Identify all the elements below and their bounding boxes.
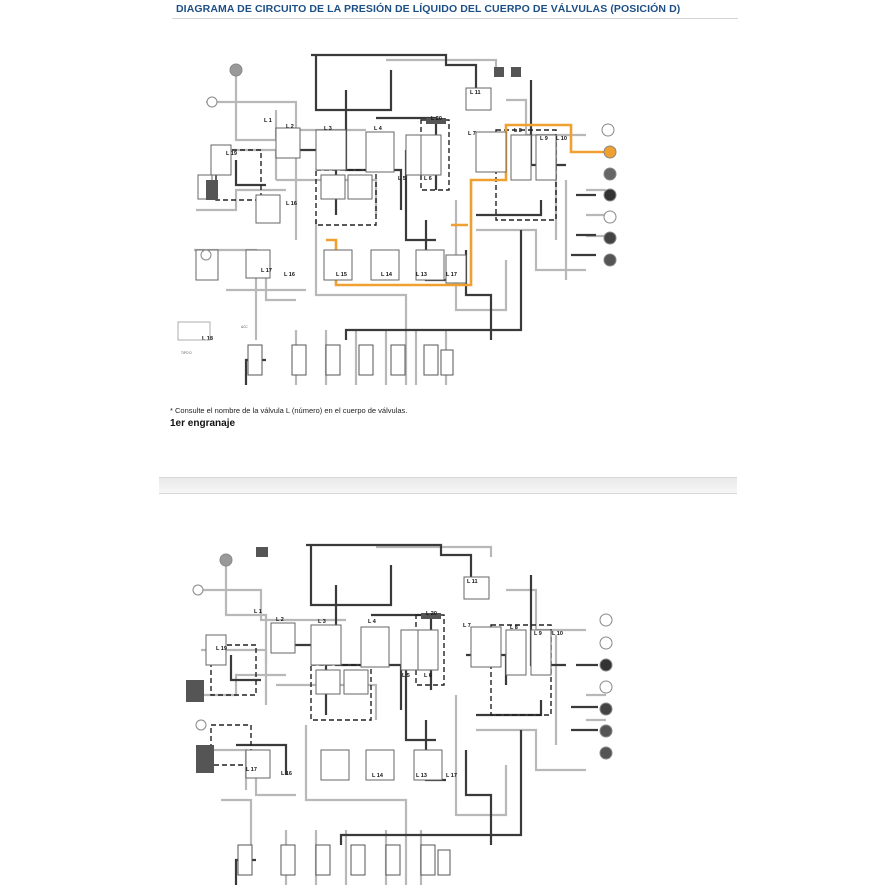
svg-text:ACC: ACC — [241, 325, 248, 329]
svg-text:L 16: L 16 — [286, 201, 297, 207]
svg-text:L 5: L 5 — [402, 673, 410, 679]
svg-text:L 11: L 11 — [470, 90, 481, 96]
svg-text:L 7: L 7 — [468, 131, 476, 137]
svg-text:L 19: L 19 — [226, 151, 237, 157]
section-divider — [159, 477, 737, 494]
svg-text:L 9: L 9 — [534, 631, 542, 637]
svg-text:L 14: L 14 — [372, 773, 384, 779]
type-label: TIPO D — [181, 351, 192, 355]
svg-text:L 8: L 8 — [514, 128, 522, 134]
circuit-diagram-top: L 2 L 1 L 3 L 4 L 5 L 6 L 7 L 8 L 9 L 10… — [177, 53, 617, 385]
svg-text:L 10: L 10 — [552, 631, 563, 637]
gear-subtitle: 1er engranaje — [170, 418, 236, 429]
svg-text:L 20: L 20 — [431, 116, 442, 122]
svg-text:L 6: L 6 — [424, 176, 432, 182]
svg-text:L 8: L 8 — [510, 625, 518, 631]
svg-text:L 13: L 13 — [416, 272, 427, 278]
svg-text:L 6: L 6 — [424, 673, 432, 679]
svg-text:L 15: L 15 — [336, 272, 347, 278]
svg-text:L 2: L 2 — [276, 617, 284, 623]
svg-text:L 20: L 20 — [426, 611, 437, 617]
svg-text:L 4: L 4 — [374, 126, 383, 132]
svg-text:L 17: L 17 — [446, 272, 457, 278]
svg-text:L 17: L 17 — [246, 767, 257, 773]
svg-text:L 3: L 3 — [324, 126, 332, 132]
svg-text:L 4: L 4 — [368, 619, 377, 625]
svg-text:L 16: L 16 — [284, 272, 295, 278]
svg-text:L 17: L 17 — [446, 773, 457, 779]
svg-text:L 18: L 18 — [202, 336, 213, 342]
svg-text:L 2: L 2 — [286, 124, 294, 130]
svg-text:L 1: L 1 — [254, 609, 262, 615]
svg-text:L 16: L 16 — [281, 771, 292, 777]
circuit-diagram-bottom: L 1 L 2 L 3 L 4 L 5 L 6 L 7 L 8 L 9 L 10… — [186, 543, 613, 885]
valve-note: * Consulte el nombre de la válvula L (nú… — [170, 406, 408, 415]
svg-text:L 11: L 11 — [467, 579, 478, 585]
svg-text:L 10: L 10 — [556, 136, 567, 142]
title-divider — [172, 18, 738, 19]
svg-text:L 13: L 13 — [416, 773, 427, 779]
svg-text:L 9: L 9 — [540, 136, 548, 142]
svg-text:L 19: L 19 — [216, 646, 227, 652]
svg-text:L 5: L 5 — [398, 176, 406, 182]
page-title: DIAGRAMA DE CIRCUITO DE LA PRESIÓN DE LÍ… — [176, 3, 681, 15]
svg-text:L 14: L 14 — [381, 272, 393, 278]
svg-text:L 3: L 3 — [318, 619, 326, 625]
svg-text:L 1: L 1 — [264, 118, 272, 124]
svg-text:L 7: L 7 — [463, 623, 471, 629]
svg-text:L 17: L 17 — [261, 268, 272, 274]
